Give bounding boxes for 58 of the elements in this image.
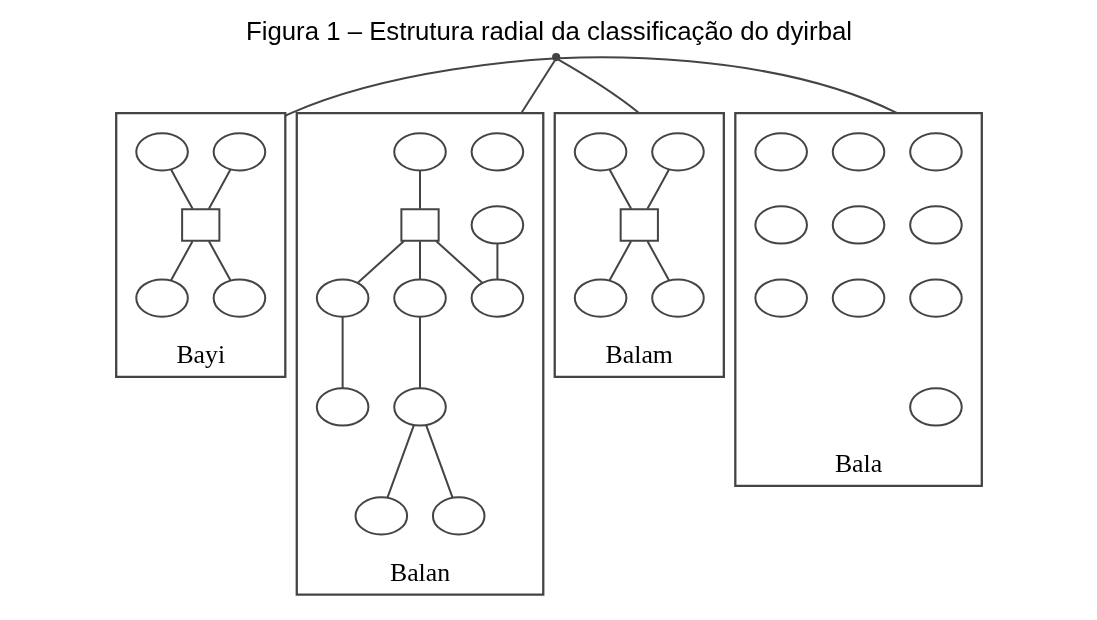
connector: [284, 57, 553, 117]
connector: [646, 169, 670, 210]
node-circle: [315, 278, 369, 318]
node-circle: [573, 278, 627, 318]
connector: [558, 56, 898, 115]
node-circle: [392, 278, 447, 318]
connector: [386, 425, 415, 498]
diagram-title: Figura 1 – Estrutura radial da classificação do dyirbal: [245, 17, 852, 46]
connector: [608, 240, 632, 281]
connector: [207, 240, 231, 281]
node-circle: [908, 278, 963, 318]
node-circle: [650, 132, 705, 172]
connector: [424, 425, 453, 498]
cluster: Balam: [553, 112, 725, 378]
connector: [418, 241, 421, 280]
connector: [169, 240, 193, 281]
connector: [434, 240, 483, 284]
node-circle: [392, 387, 447, 427]
node-box: [399, 208, 440, 242]
cluster: Bala: [733, 112, 983, 487]
node-circle: [573, 132, 627, 172]
node-circle: [753, 278, 808, 318]
node-circle: [212, 132, 266, 172]
node-circle: [470, 132, 524, 172]
node-circle: [831, 278, 885, 318]
connector: [169, 169, 193, 210]
node-circle: [908, 387, 963, 427]
connector: [495, 243, 498, 279]
node-point: [551, 52, 560, 62]
node-circle: [470, 205, 524, 245]
node-circle: [650, 278, 705, 318]
connector: [418, 170, 421, 209]
connector: [557, 58, 640, 114]
node-circle: [831, 205, 885, 245]
cluster: Bayi: [114, 112, 286, 378]
node-circle: [908, 132, 963, 172]
node-circle: [753, 205, 808, 245]
cluster: Balan: [295, 112, 544, 596]
connector: [418, 317, 421, 388]
node-circle: [753, 132, 808, 172]
connector: [356, 240, 405, 284]
node-circle: [212, 278, 266, 318]
connector: [207, 169, 231, 210]
connector: [341, 317, 344, 388]
connector: [519, 59, 556, 114]
node-circle: [134, 132, 189, 172]
node-circle: [354, 496, 408, 536]
node-circle: [908, 205, 963, 245]
node-circle: [831, 132, 885, 172]
node-circle: [431, 496, 485, 536]
node-box: [619, 208, 659, 242]
node-circle: [315, 387, 369, 427]
connector: [608, 169, 632, 210]
node-box: [180, 208, 220, 242]
node-circle: [470, 278, 524, 318]
node-circle: [392, 132, 447, 172]
node-circle: [134, 278, 189, 318]
connector: [646, 240, 670, 281]
